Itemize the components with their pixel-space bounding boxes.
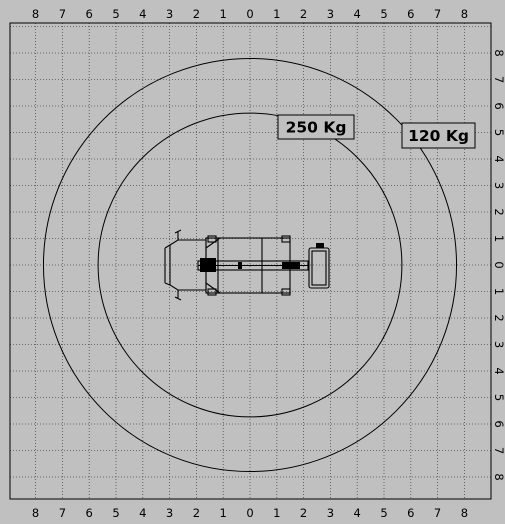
top-tick-label: 3 — [166, 7, 173, 21]
bottom-tick-label: 3 — [166, 506, 173, 520]
bottom-tick-label: 7 — [59, 506, 66, 520]
right-tick-label: 4 — [492, 367, 505, 374]
bottom-tick-label: 0 — [246, 506, 253, 520]
bottom-tick-label: 8 — [461, 506, 468, 520]
right-axis-labels: 8 7 6 5 4 3 2 1 0 1 2 3 4 5 6 7 8 — [492, 49, 505, 480]
bottom-tick-label: 1 — [273, 506, 280, 520]
load-zone-250kg-circle — [97, 112, 403, 418]
top-tick-label: 7 — [59, 7, 66, 21]
right-tick-label: 5 — [492, 129, 505, 136]
right-tick-label: 7 — [492, 447, 505, 454]
bottom-tick-label: 6 — [407, 506, 414, 520]
top-tick-label: 8 — [461, 7, 468, 21]
plot-frame — [9, 22, 492, 500]
top-tick-label: 1 — [220, 7, 227, 21]
right-tick-label: 4 — [492, 155, 505, 162]
top-tick-label: 5 — [380, 7, 387, 21]
basket-platform-icon — [308, 243, 330, 289]
bottom-tick-label: 8 — [32, 506, 39, 520]
top-tick-label: 0 — [246, 7, 253, 21]
bottom-tick-label: 1 — [220, 506, 227, 520]
bottom-axis-labels: 8 7 6 5 4 3 2 1 0 1 2 3 4 5 6 7 8 — [32, 506, 468, 520]
right-tick-label: 6 — [492, 102, 505, 109]
top-tick-label: 4 — [139, 7, 146, 21]
right-tick-label: 3 — [492, 341, 505, 348]
load-label-250kg: 250 Kg — [277, 114, 355, 140]
bottom-tick-label: 4 — [139, 506, 146, 520]
right-tick-label: 2 — [492, 314, 505, 321]
right-tick-label: 1 — [492, 288, 505, 295]
bottom-tick-label: 6 — [86, 506, 93, 520]
load-label-120kg: 120 Kg — [401, 122, 476, 149]
top-tick-label: 7 — [434, 7, 441, 21]
bottom-tick-label: 5 — [380, 506, 387, 520]
right-tick-label: 2 — [492, 208, 505, 215]
right-tick-label: 1 — [492, 235, 505, 242]
bottom-tick-label: 7 — [434, 506, 441, 520]
bottom-tick-label: 3 — [327, 506, 334, 520]
vehicle-top-view — [164, 229, 330, 301]
top-tick-label: 2 — [193, 7, 200, 21]
top-tick-label: 6 — [407, 7, 414, 21]
top-tick-label: 6 — [86, 7, 93, 21]
right-tick-label: 8 — [492, 473, 505, 480]
load-zone-120kg-circle — [42, 57, 458, 473]
right-tick-label: 7 — [492, 76, 505, 83]
load-label-250kg-text: 250 Kg — [286, 119, 347, 137]
right-tick-label: 5 — [492, 394, 505, 401]
boom-arm-icon — [197, 258, 309, 272]
load-label-120kg-text: 120 Kg — [408, 127, 469, 145]
right-tick-label: 6 — [492, 420, 505, 427]
bottom-tick-label: 4 — [354, 506, 361, 520]
bottom-tick-label: 2 — [193, 506, 200, 520]
bottom-tick-label: 2 — [300, 506, 307, 520]
top-axis-labels: 8 7 6 5 4 3 2 1 0 1 2 3 4 5 6 7 8 — [32, 7, 468, 21]
top-tick-label: 4 — [354, 7, 361, 21]
top-tick-label: 3 — [327, 7, 334, 21]
top-tick-label: 5 — [112, 7, 119, 21]
right-tick-label: 8 — [492, 49, 505, 56]
right-tick-label: 0 — [492, 261, 505, 268]
top-tick-label: 8 — [32, 7, 39, 21]
top-tick-label: 1 — [273, 7, 280, 21]
bottom-tick-label: 5 — [112, 506, 119, 520]
right-tick-label: 3 — [492, 182, 505, 189]
top-tick-label: 2 — [300, 7, 307, 21]
